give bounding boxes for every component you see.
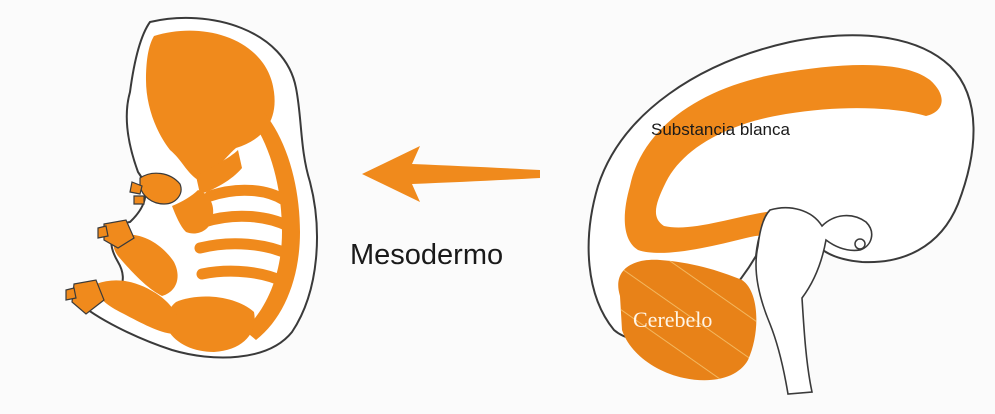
white-matter-label: Substancia blanca (651, 120, 790, 139)
arrow-label: Mesodermo (350, 239, 503, 271)
embryo-illustration (65, 16, 318, 359)
embryo-lower-foot (65, 279, 105, 315)
brainstem (755, 206, 873, 395)
embryo-arm (172, 190, 214, 234)
embryo-head (146, 30, 275, 181)
embryo-ribs (194, 184, 294, 288)
left-arrow-icon (362, 146, 540, 202)
brain-illustration (587, 34, 975, 395)
white-matter-region (624, 64, 942, 253)
embryo-leg-lower (95, 280, 180, 334)
embryo-upper-hand (129, 172, 182, 205)
cerebellum-region (618, 259, 757, 381)
pineal-node (854, 238, 866, 250)
embryo-upper-foot (97, 219, 135, 249)
embryo-pelvis (167, 296, 255, 352)
embryo-leg-upper (113, 234, 178, 296)
embryo-neck (196, 150, 242, 194)
cerebellum-label: Cerebelo (633, 307, 712, 332)
